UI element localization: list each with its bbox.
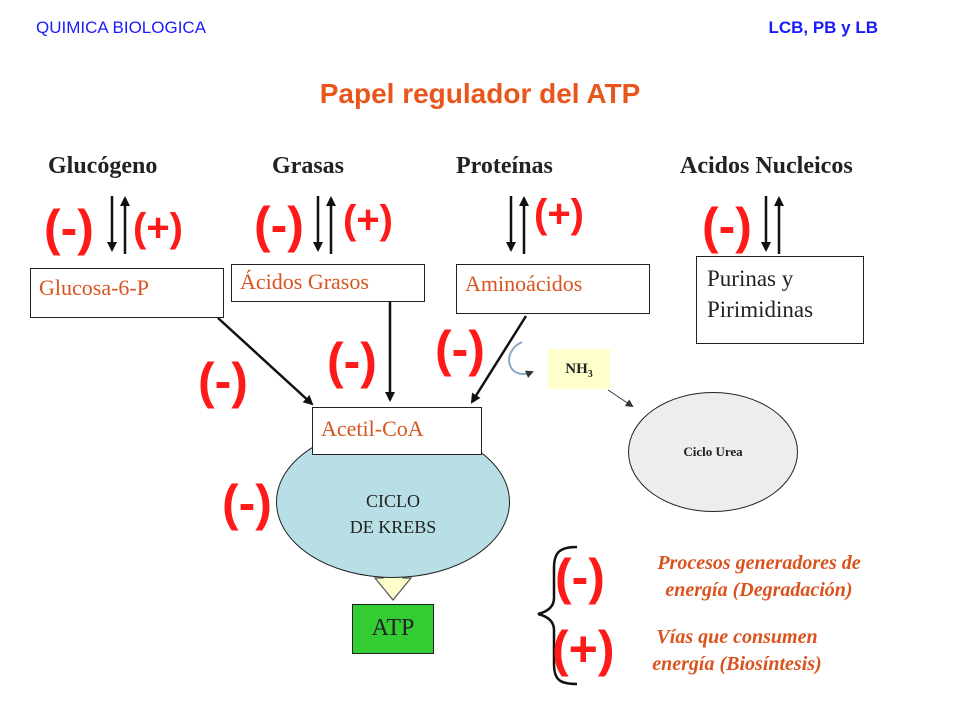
grasas-inhibition-sign: (-) [254, 197, 304, 253]
legend-brace [537, 545, 578, 686]
legend-biosynthesis-line-1: Vías que consumen [656, 626, 818, 648]
aminoacidos-path-inhibition-sign: (-) [435, 321, 485, 377]
category-glucogeno: Glucógeno [48, 153, 158, 179]
glucosa-to-acetil-arrow [217, 317, 314, 406]
atp-box: ATP [352, 604, 434, 654]
acidos-nucleicos-inhibition-sign: (-) [702, 198, 752, 254]
krebs-line-1: CICLO [366, 491, 420, 511]
grasas-activation-sign: (+) [343, 198, 393, 242]
category-grasas: Grasas [272, 153, 344, 179]
legend-inhibition-sign: (-) [555, 549, 605, 605]
nh3-to-urea-arrow [607, 389, 634, 408]
category-acidos-nucleicos: Acidos Nucleicos [680, 153, 853, 179]
legend-biosynthesis-text: Vías que consumen energía (Biosíntesis) [610, 624, 864, 678]
glucogeno-inhibition-sign: (-) [44, 200, 94, 256]
aminoacidos-to-acetil-arrow [470, 315, 528, 404]
krebs-inhibition-sign: (-) [222, 475, 272, 531]
legend-activation-sign: (+) [552, 621, 615, 677]
nh3-release-arrow [508, 341, 534, 378]
category-proteinas: Proteínas [456, 153, 553, 179]
glucogeno-arrow-pair [107, 196, 130, 254]
glucogeno-activation-sign: (+) [133, 206, 183, 250]
legend-biosynthesis-line-2: energía (Biosíntesis) [652, 653, 822, 675]
acidos-grasos-box: Ácidos Grasos [231, 264, 425, 302]
grasas-arrow-pair [313, 196, 336, 254]
header-course: QUIMICA BIOLOGICA [36, 18, 207, 37]
urea-cycle-label: Ciclo Urea [683, 444, 743, 459]
nh3-label: NH3 [548, 349, 610, 389]
legend-degradation-line-1: Procesos generadores de [657, 552, 861, 574]
krebs-cycle-label: CICLO DE KREBS [296, 488, 490, 540]
urea-cycle-ellipse [628, 392, 798, 512]
glucosa-6-p-box: Glucosa-6-P [30, 268, 224, 318]
purinas-pirimidinas-box: Purinas y Pirimidinas [696, 256, 864, 344]
krebs-line-2: DE KREBS [349, 517, 437, 538]
legend-degradation-line-2: energía (Degradación) [665, 579, 853, 601]
purinas-line: Purinas y [707, 266, 794, 291]
legend-degradation-text: Procesos generadores de energía (Degrada… [614, 550, 904, 604]
acidos-grasos-path-inhibition-sign: (-) [327, 333, 377, 389]
slide-title: Papel regulador del ATP [319, 78, 641, 109]
proteinas-arrow-pair [506, 196, 529, 254]
aminoacidos-box: Aminoácidos [456, 264, 650, 314]
acidos-nucleicos-arrow-pair [761, 196, 784, 254]
header-groups: LCB, PB y LB [768, 18, 878, 37]
glucosa-path-inhibition-sign: (-) [198, 353, 248, 409]
proteinas-activation-sign: (+) [534, 192, 584, 236]
pirimidinas-line: Pirimidinas [707, 297, 814, 323]
acetil-coa-box: Acetil-CoA [312, 407, 482, 455]
